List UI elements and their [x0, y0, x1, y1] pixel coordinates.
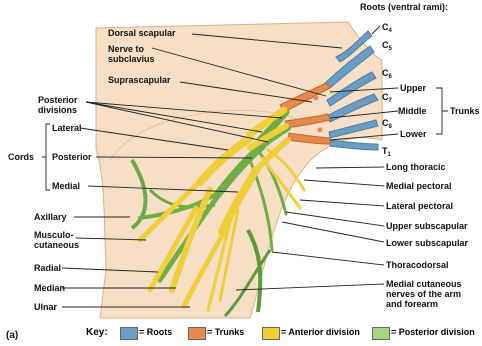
label-lateral-pectoral: Lateral pectoral	[386, 201, 453, 211]
panel-label: (a)	[6, 331, 18, 341]
trunk-label-lower: Lower	[400, 129, 427, 139]
label-musculocutaneous: Musculo-cutaneous	[34, 230, 84, 250]
leader-lower-subscapular	[282, 222, 384, 242]
cords-title: Cords	[8, 152, 34, 162]
trunks-title: Trunks	[450, 106, 480, 116]
root-sub: 5	[389, 46, 392, 52]
leader-long-thoracic	[316, 167, 384, 168]
trunks-brace	[436, 88, 448, 134]
root-t1	[330, 140, 378, 150]
leader-medial-pectoral	[304, 180, 384, 186]
label-medial-cutaneous: Medial cutaneous nerves of the arm and f…	[386, 279, 478, 309]
cord-label-lateral: Lateral	[52, 123, 82, 133]
label-suprascapular: Suprascapular	[108, 75, 171, 85]
label-lower-subscapular: Lower subscapular	[386, 238, 468, 248]
label-nerve-to-subclavius: Nerve to subclavius	[108, 44, 170, 64]
legend-label-posterior: = Posterior division	[391, 327, 475, 337]
nerve-branch-dot-2	[318, 128, 323, 133]
roots-title: Roots (ventral rami):	[360, 2, 448, 12]
root-label-c7: C7	[382, 92, 392, 106]
root-sub: 8	[389, 124, 392, 130]
cord-label-medial: Medial	[52, 181, 80, 191]
label-radial: Radial	[34, 263, 61, 273]
legend-label-trunks: = Trunks	[207, 327, 244, 337]
root-label-t1: T1	[382, 146, 391, 160]
legend-label-anterior: = Anterior division	[281, 327, 360, 337]
label-upper-subscapular: Upper subscapular	[386, 221, 468, 231]
legend-swatch-anterior	[262, 327, 280, 340]
trunk-label-upper: Upper	[400, 83, 426, 93]
legend-swatch-posterior	[372, 327, 390, 340]
label-median: Median	[34, 283, 65, 293]
legend-title: Key:	[86, 327, 108, 338]
root-sub: 7	[389, 98, 392, 104]
legend-swatch-trunks	[188, 327, 206, 340]
leader-upper-subscapular	[286, 212, 384, 226]
label-ulnar: Ulnar	[34, 302, 57, 312]
label-medial-pectoral: Medial pectoral	[386, 181, 452, 191]
root-label-c5: C5	[382, 40, 392, 54]
root-sub: 4	[389, 28, 392, 34]
leader-root-c4	[372, 26, 380, 34]
trunk-label-middle: Middle	[398, 106, 427, 116]
label-thoracodorsal: Thoracodorsal	[386, 260, 449, 270]
root-label-c4: C4	[382, 22, 392, 36]
label-long-thoracic: Long thoracic	[386, 162, 446, 172]
nerve-branch-dot-1	[314, 96, 319, 101]
label-axillary: Axillary	[34, 212, 67, 222]
label-dorsal-scapular: Dorsal scapular	[108, 28, 176, 38]
legend-label-roots: = Roots	[139, 327, 172, 337]
legend-swatch-roots	[120, 327, 138, 340]
leader-thoracodorsal	[272, 252, 384, 265]
root-sub: 1	[388, 152, 391, 158]
legend: Key: = Roots = Trunks = Anterior divisio…	[86, 324, 482, 342]
cords-brace	[42, 124, 50, 190]
cord-label-posterior: Posterior	[52, 152, 92, 162]
root-label-c8: C8	[382, 118, 392, 132]
root-sub: 6	[389, 74, 392, 80]
label-posterior-divisions: Posterior divisions	[38, 95, 96, 115]
leader-lateral-pectoral	[300, 200, 384, 206]
root-label-c6: C6	[382, 68, 392, 82]
